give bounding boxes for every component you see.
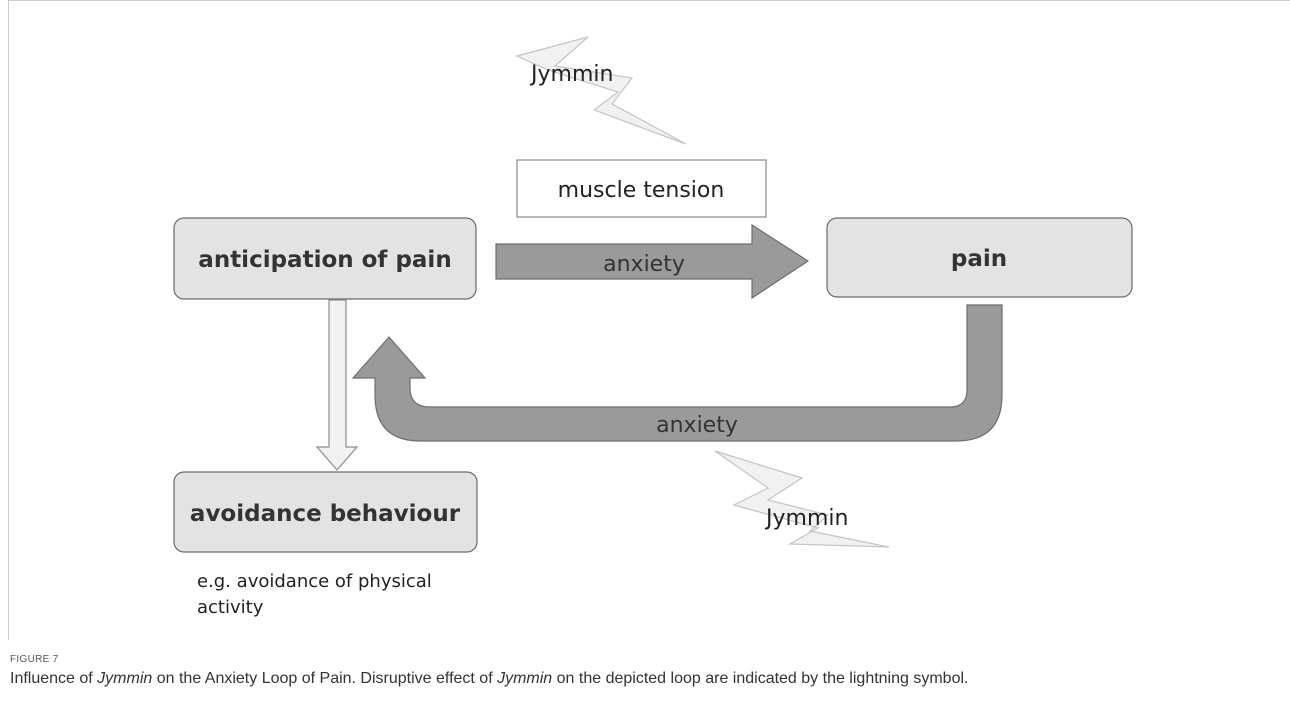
avoidance-arrow-down [315,299,359,471]
caption-emphasis1: Jymmin [97,670,153,687]
lightning-top-icon [515,36,687,145]
muscle-tension-label: muscle tension [558,178,725,203]
figure-caption: Influence of Jymmin on the Anxiety Loop … [10,670,968,688]
pain-label: pain [951,246,1007,272]
avoidance-box [173,471,478,553]
anxiety-loop-diagram: Jymmin muscle tension anticipation of pa… [173,36,1133,618]
avoidance-label: avoidance behaviour [190,501,461,527]
pain-box [826,217,1133,298]
anxiety-top-label: anxiety [603,252,685,277]
anxiety-loop-arrow [351,304,1003,442]
muscle-tension-box [516,159,767,218]
caption-part3: on the depicted loop are indicated by th… [552,670,969,687]
caption-emphasis2: Jymmin [497,670,553,687]
figure-label: FIGURE 7 [10,654,59,665]
lightning-bottom-label: Jymmin [764,506,848,531]
caption-part1: Influence of [10,670,98,687]
anxiety-arrow-right [495,223,810,300]
lightning-top-label: Jymmin [529,62,613,87]
avoidance-note-line1: e.g. avoidance of physical [197,571,432,592]
caption-part2: on the Anxiety Loop of Pain. Disruptive … [152,670,498,687]
avoidance-note-line2: activity [197,597,264,618]
frame-border-top [8,0,1290,1]
anticipation-box [173,217,477,300]
frame-border-left [8,0,9,640]
anxiety-bottom-label: anxiety [656,413,738,438]
lightning-bottom-icon [714,450,890,548]
anticipation-label: anticipation of pain [198,247,451,273]
